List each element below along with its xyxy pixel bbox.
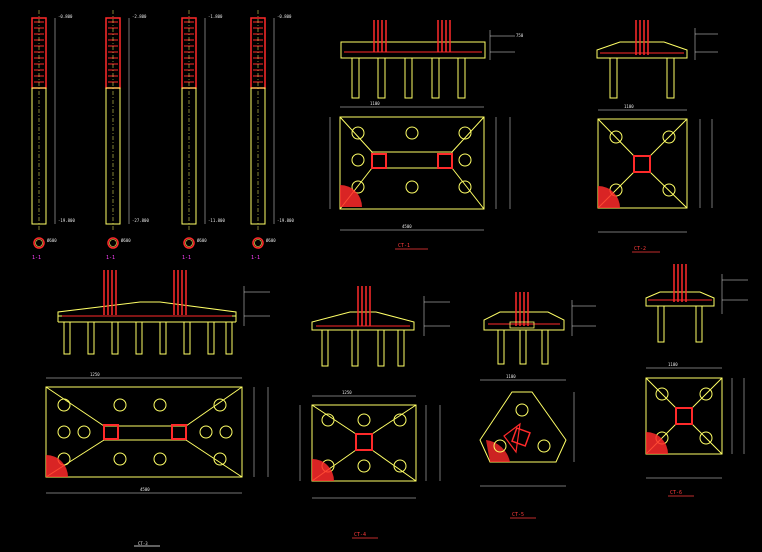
pile-4-diameter: Ø600	[266, 238, 276, 243]
pile-3-level-bottom: -11.800	[208, 218, 225, 223]
cap3-dim-bottom: 4500	[140, 487, 150, 492]
pile-elevation-3: -1.800 -11.800 Ø600 1-1	[181, 10, 225, 261]
pile-4-level-bottom: -19.800	[277, 218, 294, 223]
pile-4-section-label: 1-1	[251, 255, 260, 261]
pile-elevation-4: -0.800 -19.800 Ø600 1-1	[250, 10, 294, 261]
cap1-title: CT-1	[398, 243, 410, 249]
pile-4-level-top: -0.800	[277, 14, 292, 19]
pile-1-diameter: Ø600	[47, 238, 57, 243]
pile-cap-ct5: 1100 CT-5	[479, 292, 596, 519]
cap4-dim-top: 1250	[342, 390, 352, 395]
pile-1-level-bottom: -19.800	[58, 218, 75, 223]
pile-2-section-label: 1-1	[106, 255, 115, 261]
pile-3-level-top: -1.800	[208, 14, 223, 19]
cap1-dim-bottom: 4500	[402, 224, 412, 229]
pile-2-diameter: Ø600	[121, 238, 131, 243]
pile-elevation-1: -0.800 -19.800 Ø600 1-1	[31, 10, 75, 261]
pile-2-level-top: -2.800	[132, 14, 147, 19]
pile-1-section-label: 1-1	[32, 255, 41, 261]
cap3-title: CT-3	[138, 541, 148, 546]
pile-cap-ct1: 750 1100 4500 CT-1	[329, 20, 524, 250]
cap1-dim-level: 750	[516, 33, 524, 38]
pile-3-diameter: Ø600	[197, 238, 207, 243]
cap5-dim-top: 1100	[506, 374, 516, 379]
cap1-dim-top: 1100	[370, 101, 380, 106]
cap3-dim-top: 1250	[90, 372, 100, 377]
cap6-dim-top: 1100	[668, 362, 678, 367]
pile-cap-ct2: 1100 CT-2	[596, 20, 718, 253]
pile-cap-ct4: 1250 CT-4	[299, 286, 450, 539]
pile-3-section-label: 1-1	[182, 255, 191, 261]
cap5-title: CT-5	[512, 512, 524, 518]
pile-1-level-top: -0.800	[58, 14, 73, 19]
pile-elevations: -0.800 -19.800 Ø600 1-1 -2.800 -27.800 Ø…	[31, 10, 294, 261]
cap2-dim-top: 1100	[624, 104, 634, 109]
cap2-title: CT-2	[634, 246, 646, 252]
pile-cap-ct3: 1250 4500 CT-3	[45, 270, 270, 547]
pile-elevation-2: -2.800 -27.800 Ø600 1-1	[105, 10, 149, 261]
cap4-title: CT-4	[354, 532, 366, 538]
cap6-title: CT-6	[670, 490, 682, 496]
pile-cap-ct6: 1100 CT-6	[645, 264, 748, 497]
pile-2-level-bottom: -27.800	[132, 218, 149, 223]
